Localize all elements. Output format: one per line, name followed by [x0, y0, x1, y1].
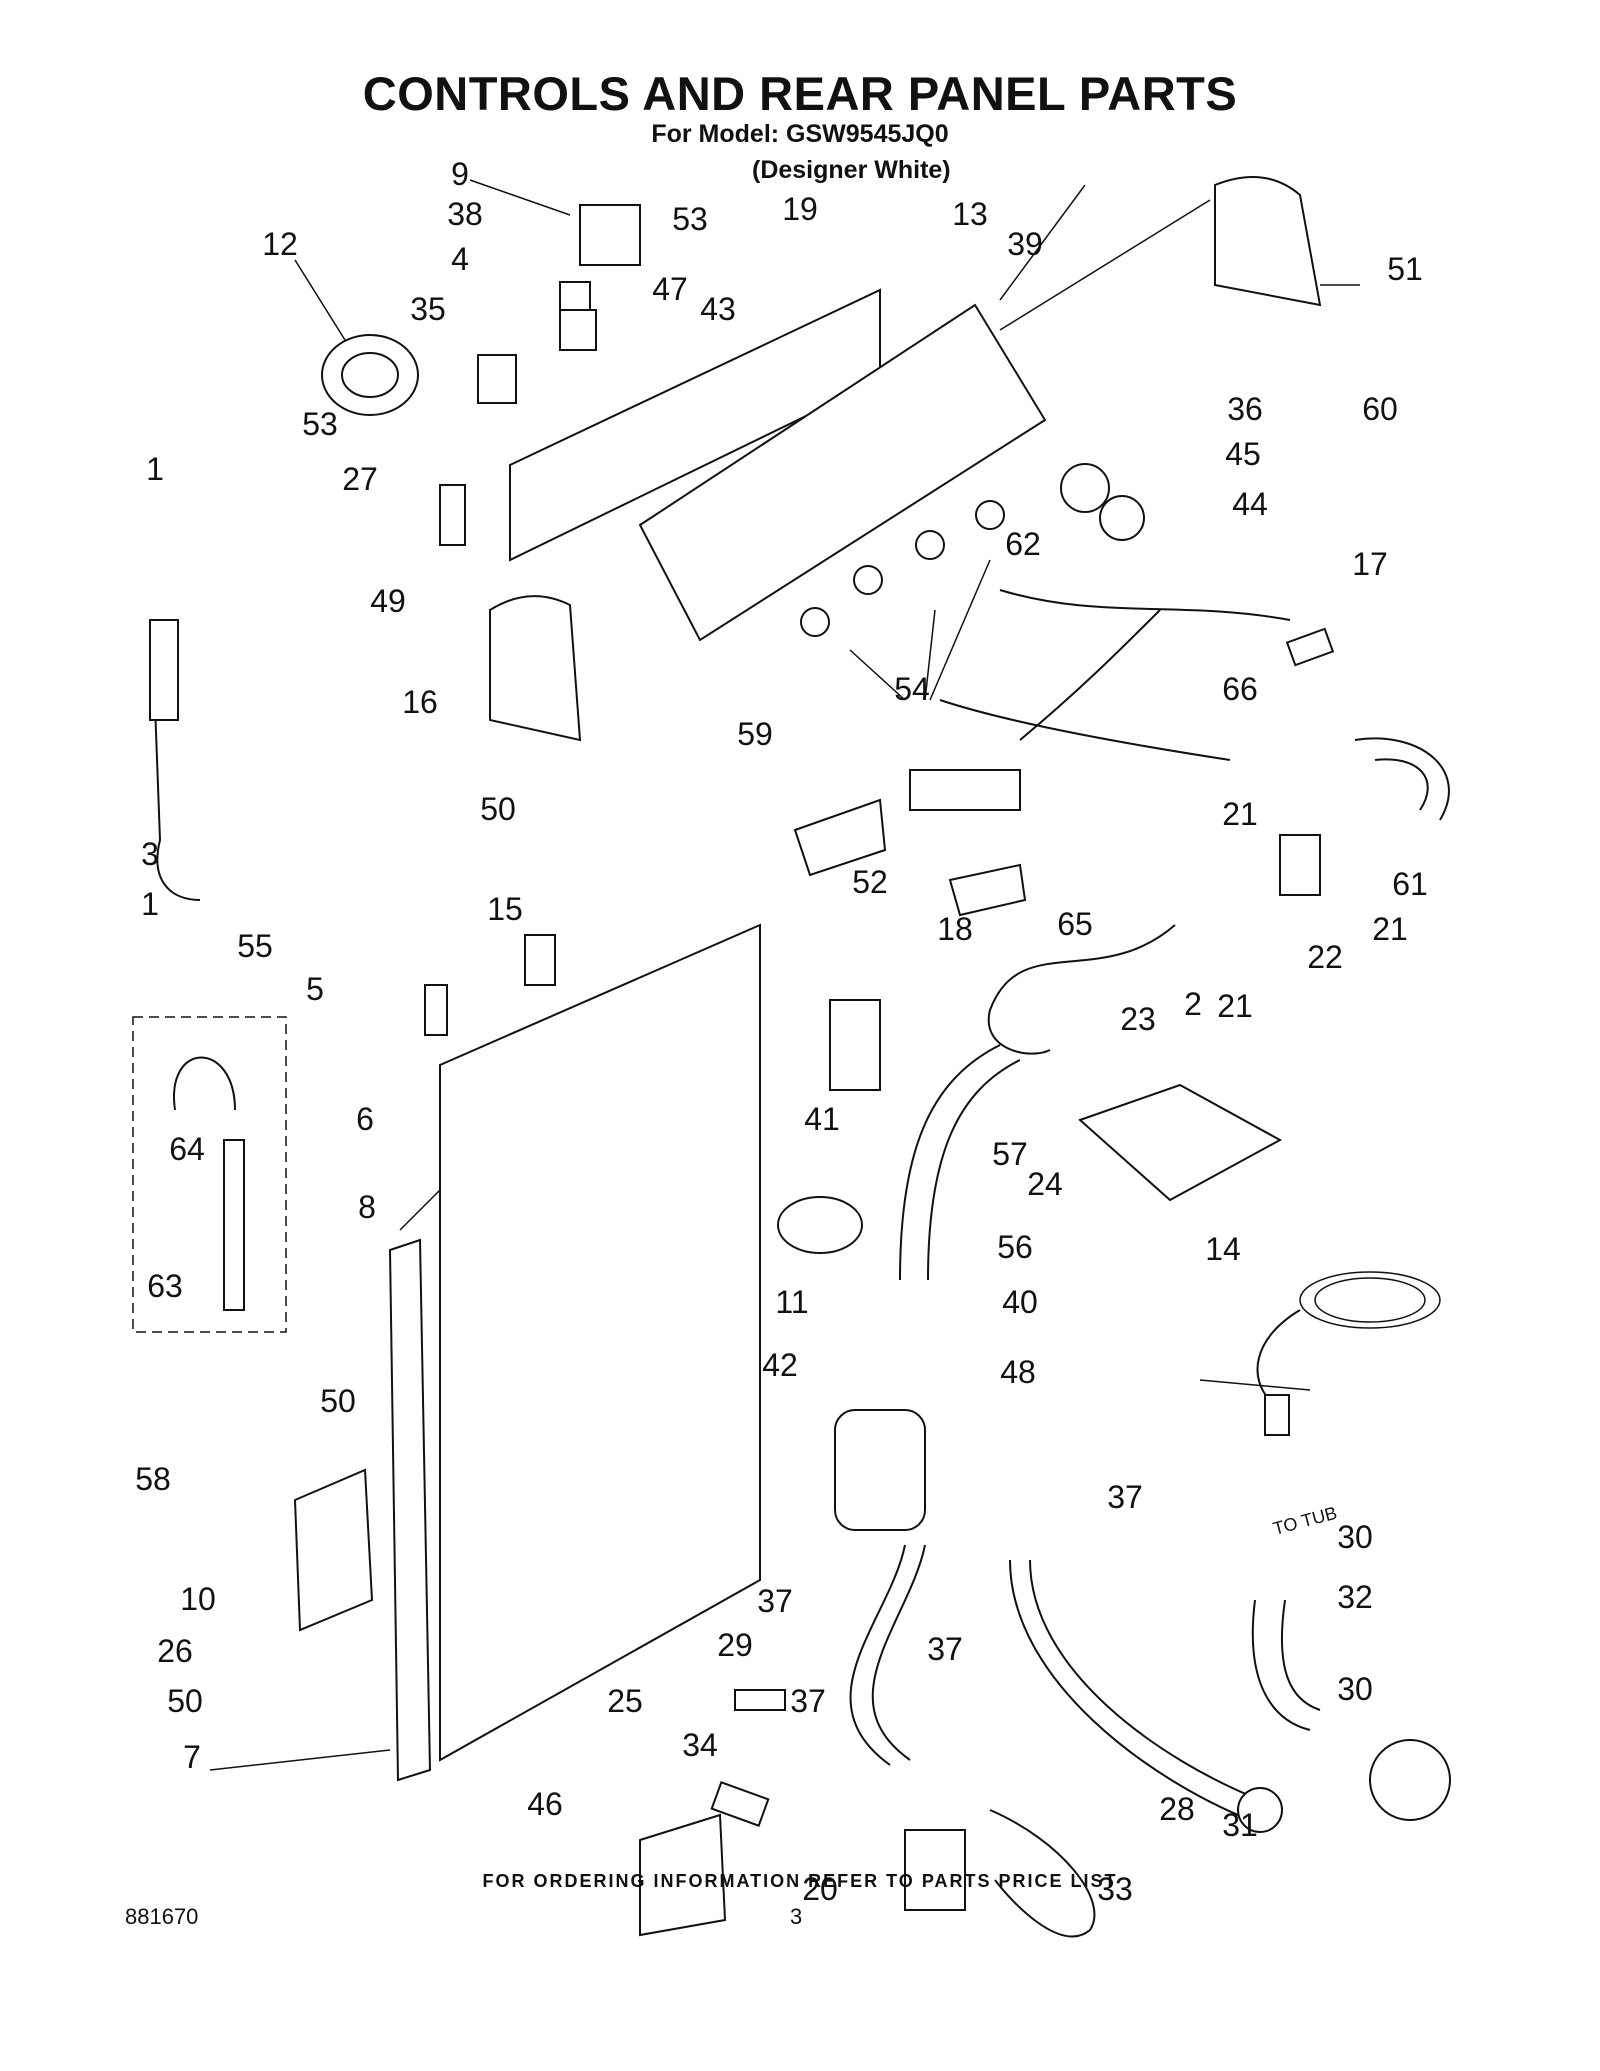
callout-14: 14	[1205, 1231, 1241, 1267]
callout-64: 64	[169, 1131, 205, 1167]
document-number: 881670	[125, 1904, 199, 1929]
callout-18: 18	[937, 911, 973, 947]
callout-16: 16	[402, 684, 438, 720]
callout-12: 12	[262, 226, 298, 262]
callout-21: 21	[1217, 988, 1253, 1024]
callout-47: 47	[652, 271, 688, 307]
callout-9: 9	[451, 156, 469, 192]
callout-45: 45	[1225, 436, 1261, 472]
callout-40: 40	[1002, 1284, 1038, 1320]
callout-65: 65	[1057, 906, 1093, 942]
callout-49: 49	[370, 583, 406, 619]
to-tub-label: TO TUB	[1271, 1503, 1339, 1539]
callout-2: 2	[1184, 986, 1202, 1022]
callout-31: 31	[1222, 1807, 1258, 1843]
callout-55: 55	[237, 928, 273, 964]
callout-41: 41	[804, 1101, 840, 1137]
callout-3: 3	[141, 836, 159, 872]
callout-29: 29	[717, 1627, 753, 1663]
callout-39: 39	[1007, 226, 1043, 262]
callout-28: 28	[1159, 1791, 1195, 1827]
callout-38: 38	[447, 196, 483, 232]
callout-37: 37	[1107, 1479, 1143, 1515]
callout-51: 51	[1387, 251, 1423, 287]
callout-19: 19	[782, 191, 818, 227]
callout-43: 43	[700, 291, 736, 327]
callout-8: 8	[358, 1189, 376, 1225]
callout-11: 11	[775, 1284, 808, 1320]
callout-32: 32	[1337, 1579, 1373, 1615]
callout-13: 13	[952, 196, 988, 232]
callout-46: 46	[527, 1786, 563, 1822]
callout-60: 60	[1362, 391, 1398, 427]
callout-6: 6	[356, 1101, 374, 1137]
callout-1: 1	[141, 886, 159, 922]
color-subtitle: (Designer White)	[752, 156, 951, 184]
callout-10: 10	[180, 1581, 216, 1617]
callout-54: 54	[894, 671, 930, 707]
callout-20: 20	[802, 1871, 838, 1907]
callout-24: 24	[1027, 1166, 1063, 1202]
callout-34: 34	[682, 1727, 718, 1763]
page-title: CONTROLS AND REAR PANEL PARTS	[362, 67, 1238, 120]
callout-63: 63	[147, 1268, 183, 1304]
callout-58: 58	[135, 1461, 171, 1497]
ordering-note: FOR ORDERING INFORMATION REFER TO PARTS …	[482, 1871, 1118, 1891]
callout-21: 21	[1222, 796, 1258, 832]
callout-25: 25	[607, 1683, 643, 1719]
callout-21: 21	[1372, 911, 1408, 947]
callout-7: 7	[183, 1739, 201, 1775]
callout-37: 37	[757, 1583, 793, 1619]
callout-35: 35	[410, 291, 446, 327]
model-subtitle: For Model: GSW9545JQ0	[651, 120, 949, 148]
callout-50: 50	[320, 1383, 356, 1419]
callout-30: 30	[1337, 1671, 1373, 1707]
callout-33: 33	[1097, 1871, 1133, 1907]
callout-66: 66	[1222, 671, 1258, 707]
callout-52: 52	[852, 864, 888, 900]
callout-5: 5	[306, 971, 324, 1007]
callout-53: 53	[672, 201, 708, 237]
callout-61: 61	[1392, 866, 1428, 902]
callout-27: 27	[342, 461, 378, 497]
callout-53: 53	[302, 406, 338, 442]
callout-48: 48	[1000, 1354, 1036, 1390]
callout-22: 22	[1307, 939, 1343, 975]
callout-26: 26	[157, 1633, 193, 1669]
drawing-parts	[132, 176, 1451, 1938]
callout-23: 23	[1120, 1001, 1156, 1037]
callout-37: 37	[790, 1683, 826, 1719]
callout-17: 17	[1352, 546, 1388, 582]
callout-57: 57	[992, 1136, 1028, 1172]
callout-37: 37	[927, 1631, 963, 1667]
callout-36: 36	[1227, 391, 1263, 427]
page-number: 3	[790, 1904, 803, 1929]
callout-4: 4	[451, 241, 469, 277]
callout-62: 62	[1005, 526, 1041, 562]
callout-1: 1	[146, 451, 164, 487]
callout-30: 30	[1337, 1519, 1373, 1555]
callout-44: 44	[1232, 486, 1268, 522]
callout-50: 50	[167, 1683, 203, 1719]
callout-42: 42	[762, 1347, 798, 1383]
callout-59: 59	[737, 716, 773, 752]
callout-56: 56	[997, 1229, 1033, 1265]
callout-15: 15	[487, 891, 523, 927]
callout-50: 50	[480, 791, 516, 827]
